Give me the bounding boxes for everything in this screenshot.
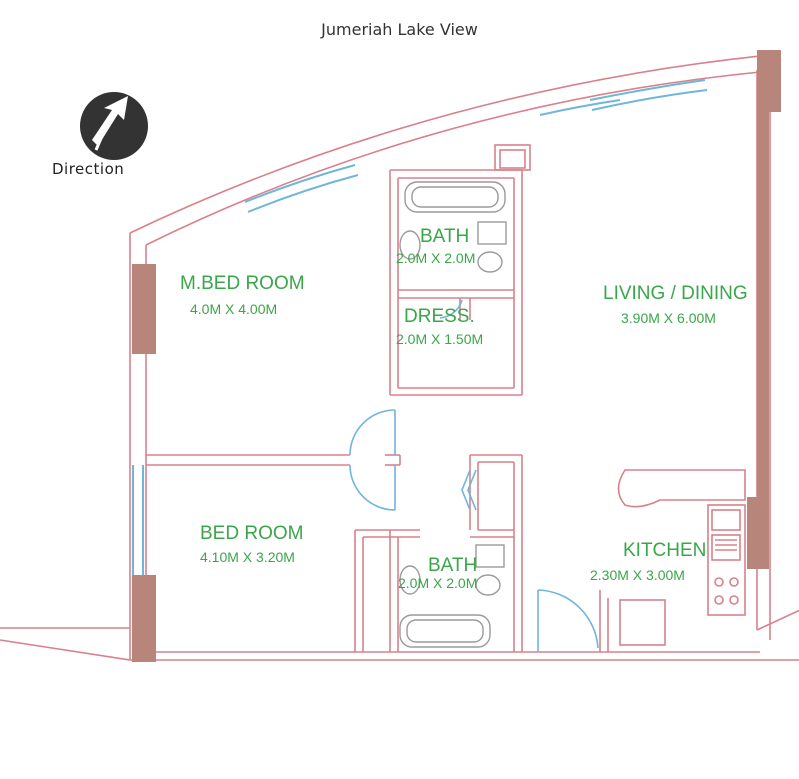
room-master-bedroom: M.BED ROOM 4.0M X 4.00M (180, 273, 305, 317)
room-size: 2.0M X 1.50M (396, 331, 484, 347)
blank-margin (0, 668, 799, 779)
room-name: BATH (428, 555, 478, 576)
room-bedroom: BED ROOM 4.10M X 3.20M (200, 523, 303, 565)
room-second-bath: BATH 2.0M X 2.0M (398, 555, 477, 591)
room-size: 4.0M X 4.00M (190, 301, 278, 317)
direction-label: Direction (52, 160, 125, 178)
room-living-dining: LIVING / DINING 3.90M X 6.00M (603, 283, 748, 326)
room-size: 2.0M X 2.0M (396, 250, 476, 266)
room-kitchen: KITCHEN 2.30M X 3.00M (590, 540, 706, 583)
room-name: BATH (420, 226, 470, 247)
door-swings (349, 299, 599, 652)
kitchen-counter (617, 469, 746, 616)
bath-fixtures (399, 181, 507, 648)
room-name: BED ROOM (200, 523, 304, 544)
room-size: 3.90M X 6.00M (621, 310, 716, 326)
interior-walls (146, 144, 666, 652)
room-name: KITCHEN (623, 540, 707, 561)
structural-columns (132, 50, 781, 662)
room-name: M.BED ROOM (180, 273, 305, 294)
room-name: LIVING / DINING (603, 283, 748, 304)
room-dressing: DRESS. 2.0M X 1.50M (396, 306, 483, 347)
room-name: DRESS. (404, 306, 475, 327)
room-size: 2.0M X 2.0M (398, 575, 478, 591)
room-size: 4.10M X 3.20M (200, 549, 295, 565)
view-title: Jumeriah Lake View (321, 20, 478, 39)
room-master-bath: BATH 2.0M X 2.0M (396, 226, 475, 266)
room-size: 2.30M X 3.00M (590, 567, 685, 583)
north-arrow-icon (80, 92, 148, 160)
